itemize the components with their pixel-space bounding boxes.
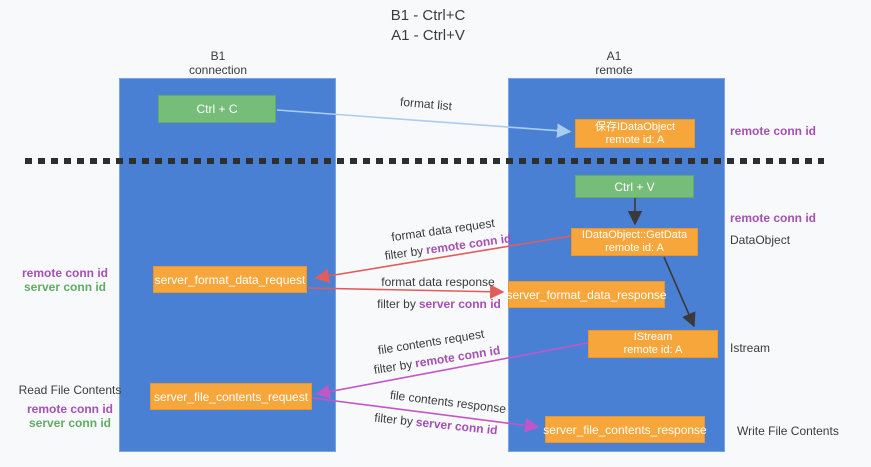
istream-line2: remote id: A — [623, 344, 683, 356]
save-idataobject-line1: 保存IDataObject — [594, 120, 676, 133]
idataobject-getdata-line1: IDataObject::GetData — [581, 229, 688, 241]
left-read-file-contents-annotation: Read File Contents remote conn id server… — [10, 383, 130, 430]
ctrl-v-box: Ctrl + V — [575, 175, 694, 198]
right-remote-conn-id-mid: remote conn id — [730, 211, 817, 225]
diagram-title: B1 - Ctrl+C A1 - Ctrl+V — [391, 6, 466, 46]
ctrl-c-label: Ctrl + C — [196, 102, 238, 116]
server-format-data-response-label: server_format_data_response — [506, 287, 667, 302]
dataobject-label: DataObject — [730, 233, 791, 247]
title-line-2: A1 - Ctrl+V — [391, 27, 465, 44]
ctrl-c-box: Ctrl + C — [158, 95, 276, 123]
left-conn-id-annotation-top: remote conn id server conn id — [10, 266, 120, 294]
filter-by-text: filter by — [383, 243, 425, 263]
read-file-contents-label: Read File Contents — [18, 383, 122, 397]
save-idataobject-box: 保存IDataObject remote id: A — [575, 119, 695, 148]
server-file-contents-response-label: server_file_contents_response — [543, 422, 707, 437]
server-file-contents-response-box: server_file_contents_response — [543, 416, 707, 443]
format-data-response-label: format data response — [381, 275, 495, 289]
server-conn-id-key: server conn id — [418, 297, 501, 311]
lane-b1-role: connection — [188, 63, 248, 77]
server-file-contents-request-label: server_file_contents_request — [153, 389, 309, 404]
write-file-contents-label: Write File Contents — [737, 424, 839, 438]
istream-box: IStream remote id: A — [588, 330, 718, 358]
filter-by-text: filter by — [373, 410, 414, 429]
file-contents-response-label: file contents response — [389, 387, 507, 417]
idataobject-getdata-line2: remote id: A — [605, 242, 664, 254]
lane-b1-name: B1 — [210, 49, 226, 63]
title-line-1: B1 - Ctrl+C — [390, 7, 466, 24]
server-file-contents-request-box: server_file_contents_request — [150, 383, 312, 410]
lane-a1-name: A1 — [606, 49, 622, 63]
server-format-data-request-label: server_format_data_request — [154, 272, 306, 287]
left-remote-conn-id-top: remote conn id — [21, 266, 108, 280]
istream-side-label: Istream — [730, 341, 771, 355]
server-format-data-request-box: server_format_data_request — [153, 266, 307, 293]
server-format-data-response-box: server_format_data_response — [506, 281, 667, 308]
filter-by-text: filter by — [372, 357, 414, 377]
ctrl-v-label: Ctrl + V — [614, 179, 655, 194]
right-remote-conn-id-top: remote conn id — [730, 124, 817, 138]
idataobject-getdata-box: IDataObject::GetData remote id: A — [571, 228, 698, 256]
format-list-label: format list — [399, 94, 453, 114]
left-remote-conn-id-bottom: remote conn id — [26, 402, 113, 416]
save-idataobject-line2: remote id: A — [605, 133, 665, 146]
left-server-conn-id-bottom: server conn id — [28, 416, 112, 430]
server-conn-id-key: server conn id — [415, 414, 499, 438]
filter-by-text: filter by — [377, 297, 416, 311]
istream-line1: IStream — [633, 331, 673, 343]
lane-header-b1: B1 connection — [189, 49, 247, 77]
left-server-conn-id-top: server conn id — [23, 280, 107, 294]
lane-a1-role: remote — [595, 63, 633, 77]
lane-header-a1: A1 remote — [595, 49, 632, 77]
